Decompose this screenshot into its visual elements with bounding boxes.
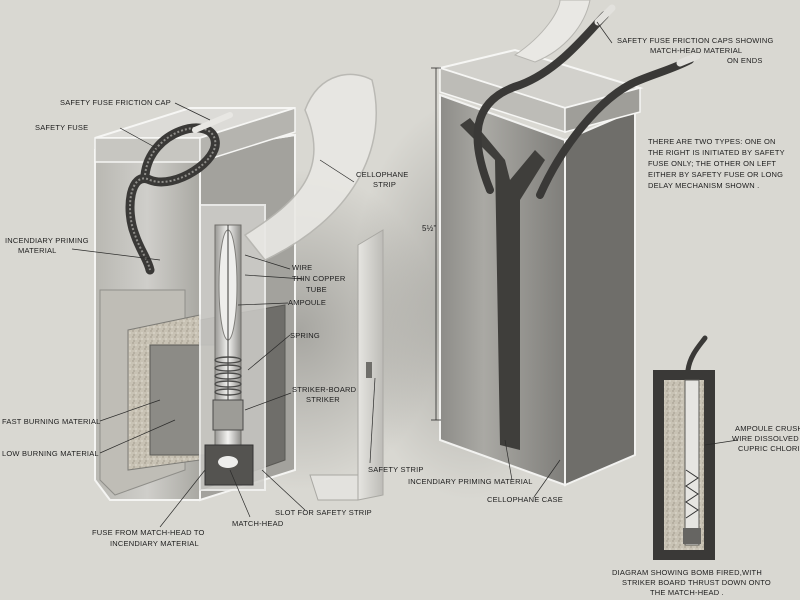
spring-coils: [214, 356, 242, 396]
safety-strip-slot: [366, 362, 372, 378]
label-safety-fuse: SAFETY FUSE: [35, 123, 89, 132]
dimension-marker: [431, 67, 441, 421]
label-cellophane-strip: CELLOPHANE: [356, 170, 409, 179]
label-diagram-caption-2: STRIKER BOARD THRUST DOWN ONTO: [622, 578, 771, 587]
label-ampoule-crushed-3: CUPRIC CHLORIDE.: [738, 444, 800, 453]
label-wire: WIRE: [292, 263, 313, 272]
label-diagram-caption-3: THE MATCH-HEAD .: [650, 588, 724, 597]
label-safety-strip: SAFETY STRIP: [368, 465, 424, 474]
inset-fuse: [685, 335, 708, 373]
right-fuse-two: [536, 56, 694, 199]
inset-striker: [683, 528, 701, 544]
label-diagram-caption: DIAGRAM SHOWING BOMB FIRED,WITH: [612, 568, 762, 577]
label-slow-burning-material: LOW BURNING MATERIAL: [2, 449, 99, 458]
striker-block: [212, 399, 244, 431]
label-striker-board: STRIKER-BOARD: [292, 385, 357, 394]
inset-tube: [684, 379, 700, 546]
label-fuse-from-match-head: FUSE FROM MATCH-HEAD TO: [92, 528, 205, 537]
left-incendiary-device: [94, 73, 377, 502]
label-incendiary-priming-left: INCENDIARY PRIMING: [5, 236, 89, 245]
label-fast-burning-material: FAST BURNING MATERIAL: [2, 417, 101, 426]
left-safety-fuse-highlight: [129, 126, 217, 271]
inset-spring: [685, 469, 699, 519]
right-fuse-one-cap: [594, 4, 616, 26]
label-striker: STRIKER: [306, 395, 340, 404]
label-thin-copper-tube: THIN COPPER: [292, 274, 346, 283]
left-friction-cap: [192, 112, 233, 133]
label-match-head: MATCH-HEAD: [232, 519, 284, 528]
leader-lines: [71, 21, 739, 528]
label-incendiary-priming-left-2: MATERIAL: [18, 246, 57, 255]
label-friction-caps-right-2: MATCH-HEAD MATERIAL: [650, 46, 743, 55]
label-cellophane-case: CELLOPHANE CASE: [487, 495, 563, 504]
right-cellophane-strip: [513, 0, 591, 63]
label-slot-for-safety-strip: SLOT FOR SAFETY STRIP: [275, 508, 372, 517]
right-fuse-two-cap: [676, 52, 701, 67]
label-friction-caps-right-3: ON ENDS: [727, 56, 763, 65]
label-spring: SPRING: [290, 331, 320, 340]
label-thin-copper-tube-2: TUBE: [306, 285, 327, 294]
safety-strip-part: [309, 229, 384, 501]
label-fuse-from-match-head-2: INCENDIARY MATERIAL: [110, 539, 199, 548]
right-fuse-one: [473, 11, 609, 194]
label-friction-caps-right: SAFETY FUSE FRICTION CAPS SHOWING: [617, 36, 774, 45]
label-cellophane-strip-2: STRIP: [373, 180, 397, 189]
y-priming-material: [460, 118, 545, 450]
fired-bomb-inset: [653, 335, 715, 560]
match-head-tip: [218, 456, 238, 468]
cellophane-strip-shape: [243, 73, 377, 261]
right-box-side: [564, 108, 636, 487]
label-incendiary-priming-right: INCENDIARY PRIMING MATERIAL: [408, 477, 533, 486]
safety-strip-foot: [309, 474, 359, 501]
label-safety-fuse-friction-cap: SAFETY FUSE FRICTION CAP: [60, 98, 171, 107]
label-dimension: 5½": [422, 224, 437, 233]
right-incendiary-device: [436, 0, 701, 487]
note-two-types: THERE ARE TWO TYPES: ONE ON THE RIGHT IS…: [648, 137, 785, 190]
label-ampoule: AMPOULE: [288, 298, 327, 307]
label-ampoule-crushed-2: WIRE DISSOLVED BY: [732, 434, 800, 443]
left-lid-side: [199, 106, 296, 164]
label-ampoule-crushed: AMPOULE CRUSHED,: [735, 424, 800, 433]
